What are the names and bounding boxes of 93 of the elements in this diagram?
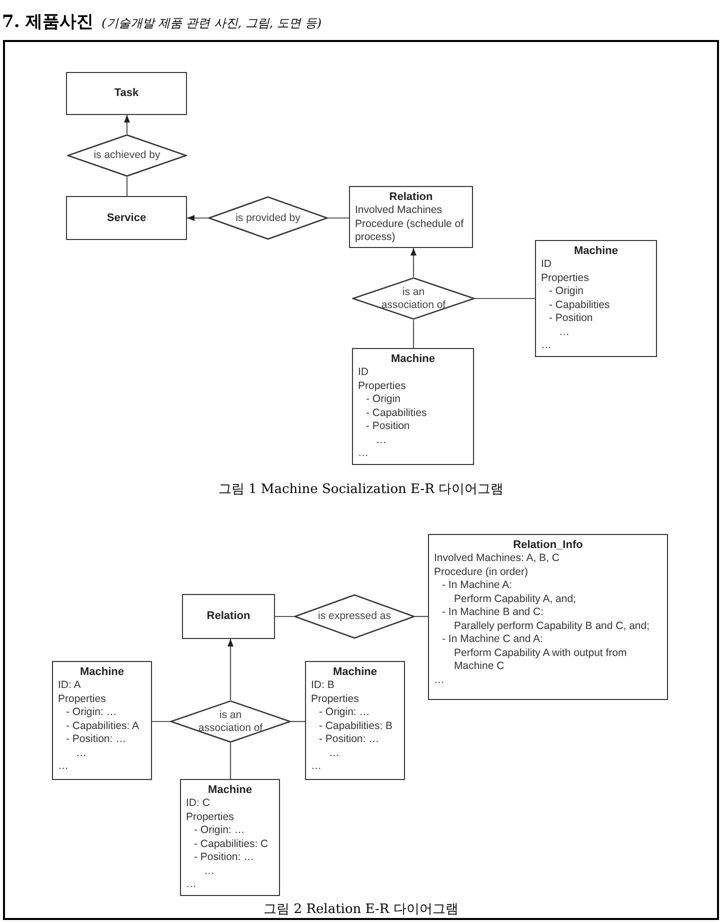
attribute-text: … xyxy=(541,339,552,352)
arrow xyxy=(187,214,208,222)
entity-name: Relation_Info xyxy=(512,538,584,552)
attribute-text: ID xyxy=(541,258,552,272)
attribute-text: Properties xyxy=(541,272,590,285)
connector-line xyxy=(275,616,294,618)
arrow xyxy=(227,639,234,700)
attribute-text: … xyxy=(186,878,198,892)
attribute-text: … xyxy=(434,674,446,687)
connector-line xyxy=(415,616,428,618)
relationship-label: is achieved by xyxy=(92,149,162,162)
attribute-text: - Origin: … xyxy=(65,706,118,720)
entity-box xyxy=(180,779,280,896)
attribute-text: - Position xyxy=(548,312,594,326)
attribute-text: … xyxy=(358,447,370,460)
attribute-text: Properties xyxy=(186,810,235,824)
entity-name: Machine xyxy=(206,783,253,797)
attribute-text: - Origin: … xyxy=(318,706,371,720)
connector-line xyxy=(152,720,170,722)
entity-name: Task xyxy=(114,86,139,102)
entity-box xyxy=(66,196,187,240)
entity-box xyxy=(535,240,657,357)
connector-line xyxy=(412,320,414,348)
attribute-text: ID: B xyxy=(311,679,336,692)
figure-caption: 그림 2 Relation E-R 다이어그램 xyxy=(262,901,460,919)
connector-line xyxy=(328,217,349,219)
attribute-text: - In Machine B and C: xyxy=(441,606,545,620)
entity-name: Machine xyxy=(390,352,436,366)
section-note: (기술개발 제품 관련 사진, 그림, 도면 등) xyxy=(102,15,322,32)
attribute-text: … xyxy=(311,760,322,774)
entity-name: Machine xyxy=(332,665,378,679)
entity-box xyxy=(352,348,474,465)
arrow xyxy=(124,115,130,134)
relationship-label: is provided by xyxy=(234,212,302,224)
attribute-text: - Capabilities xyxy=(548,298,611,312)
connector-line xyxy=(291,720,305,722)
relationship-diamond xyxy=(208,196,328,240)
relationship-diamond xyxy=(170,700,291,743)
attribute-text: … xyxy=(375,434,388,447)
connector-line xyxy=(475,298,535,300)
attribute-text: Perform Capability A with output from Machine C xyxy=(453,646,628,674)
entity-name: Relation xyxy=(206,609,250,624)
relationship-diamond xyxy=(294,594,415,639)
attribute-text: - Capabilities: B xyxy=(318,720,394,733)
attribute-text: … xyxy=(203,864,216,878)
relationship-label: is an association of xyxy=(197,708,264,734)
attribute-text: ID: A xyxy=(58,679,82,692)
arrow xyxy=(410,248,417,277)
attribute-text: - In Machine C and A: xyxy=(441,633,544,646)
attribute-text: - Position: … xyxy=(65,733,128,746)
attribute-text: Procedure (in order) xyxy=(434,566,529,579)
entity-name: Relation xyxy=(388,190,434,204)
relationship-label: is an association of xyxy=(380,286,447,312)
attribute-text: Involved Machines xyxy=(355,204,443,218)
section-title: 7. 제품사진 xyxy=(2,11,94,34)
relationship-label: is expressed as xyxy=(317,610,392,623)
attribute-text: - Position: … xyxy=(318,733,380,746)
attribute-text: … xyxy=(558,326,570,339)
entity-box xyxy=(305,661,405,780)
attribute-text: Procedure (schedule of process) xyxy=(355,218,465,244)
attribute-text: - Capabilities: A xyxy=(65,720,140,733)
attribute-text: ID xyxy=(358,366,370,380)
attribute-text: - Capabilities: C xyxy=(193,838,270,851)
attribute-text: Properties xyxy=(311,692,360,706)
relationship-diamond xyxy=(67,134,187,177)
attribute-text: - Origin: … xyxy=(193,824,246,838)
attribute-text: ID: C xyxy=(186,797,211,810)
entity-name: Machine xyxy=(78,665,125,679)
attribute-text: - In Machine A: xyxy=(441,579,514,592)
attribute-text: … xyxy=(75,746,88,760)
entity-box xyxy=(349,186,473,248)
entity-box xyxy=(182,594,275,639)
attribute-text: Parallely perform Capability B and C, and; xyxy=(453,620,651,633)
attribute-text: - Origin xyxy=(548,285,584,298)
connector-line xyxy=(126,177,128,196)
relationship-diamond xyxy=(352,277,475,320)
entity-box xyxy=(66,72,187,115)
attribute-text: Properties xyxy=(358,380,407,393)
attribute-text: … xyxy=(58,760,70,774)
attribute-text: - Origin xyxy=(365,393,402,406)
attribute-text: … xyxy=(328,746,340,760)
connector-line xyxy=(230,743,232,779)
entity-box xyxy=(428,534,668,700)
attribute-text: - Position: … xyxy=(193,851,256,864)
figure-caption: 그림 1 Machine Socialization E-R 다이어그램 xyxy=(217,481,505,499)
entity-name: Machine xyxy=(572,244,619,258)
entity-name: Service xyxy=(106,210,146,226)
attribute-text: Perform Capability A, and; xyxy=(453,592,577,606)
attribute-text: - Capabilities xyxy=(365,406,428,420)
attribute-text: Involved Machines: A, B, C xyxy=(434,552,560,566)
entity-box xyxy=(52,661,152,780)
attribute-text: - Position xyxy=(365,420,411,434)
attribute-text: Properties xyxy=(58,692,107,706)
